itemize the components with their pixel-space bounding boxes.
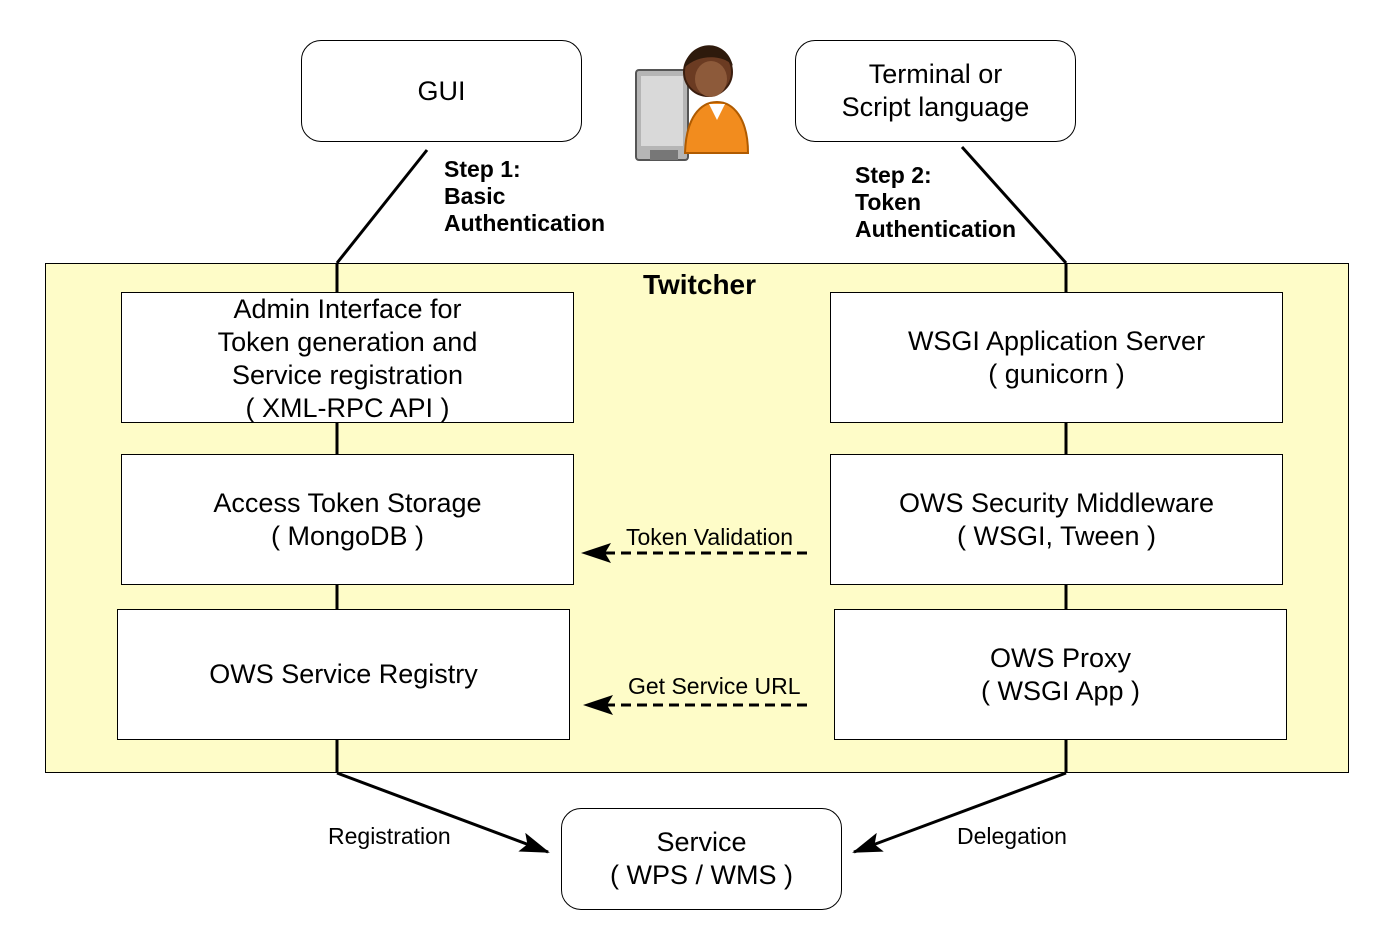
- storage-label-line-2: ( MongoDB ): [270, 520, 425, 551]
- registration-label: Registration: [328, 823, 451, 849]
- ows-proxy-box: OWS Proxy ( WSGI App ): [834, 609, 1287, 740]
- step-2-line-2: Token: [855, 189, 922, 215]
- proxy-label-line-1: OWS Proxy: [989, 642, 1131, 673]
- terminal-connector: [960, 145, 1068, 265]
- gui-connector: [335, 149, 429, 264]
- admin-interface-box: Admin Interface for Token generation and…: [121, 292, 574, 423]
- step-1-title: Step 1:: [444, 156, 521, 182]
- ows-service-registry-box: OWS Service Registry: [117, 609, 570, 740]
- token-validation-label: Token Validation: [626, 524, 794, 550]
- registry-label: OWS Service Registry: [209, 659, 478, 689]
- delegation-label: Delegation: [957, 823, 1067, 849]
- step-1-line-3: Authentication: [444, 210, 605, 236]
- service-box: Service ( WPS / WMS ): [561, 808, 842, 910]
- ows-security-middleware-box: OWS Security Middleware ( WSGI, Tween ): [830, 454, 1283, 585]
- admin-label-line-1: Admin Interface for: [233, 294, 462, 324]
- step-2-line-3: Authentication: [855, 216, 1016, 242]
- gui-label: GUI: [417, 75, 466, 106]
- terminal-label-line-2: Script language: [841, 92, 1030, 122]
- user-at-computer-icon: [635, 45, 750, 161]
- storage-label-line-1: Access Token Storage: [213, 487, 482, 518]
- proxy-label-line-2: ( WSGI App ): [980, 675, 1141, 706]
- step-2-title: Step 2:: [855, 162, 932, 188]
- terminal-label-line-1: Terminal or: [868, 59, 1003, 89]
- twitcher-title: Twitcher: [642, 269, 757, 300]
- terminal-box: Terminal or Script language: [795, 40, 1076, 142]
- service-label-line-1: Service: [656, 827, 747, 857]
- service-label-line-2: ( WPS / WMS ): [610, 860, 793, 890]
- admin-label-line-2: Token generation and: [217, 327, 478, 357]
- step-1-line-2: Basic: [444, 183, 506, 209]
- wsgi-application-server-box: WSGI Application Server ( gunicorn ): [830, 292, 1283, 423]
- step-1-label: Step 1: Basic Authentication: [444, 156, 605, 237]
- delegation-arrow: [852, 771, 1067, 854]
- step-2-label: Step 2: Token Authentication: [855, 162, 1016, 243]
- middleware-label-line-1: OWS Security Middleware: [898, 487, 1215, 518]
- admin-label-line-3: Service registration: [231, 360, 464, 390]
- admin-label-line-4: ( XML-RPC API ): [245, 393, 450, 423]
- gui-box: GUI: [301, 40, 582, 142]
- wsgi-server-label-line-1: WSGI Application Server: [907, 325, 1206, 356]
- access-token-storage-box: Access Token Storage ( MongoDB ): [121, 454, 574, 585]
- registration-arrow: [336, 771, 550, 854]
- wsgi-server-label-line-2: ( gunicorn ): [988, 358, 1125, 389]
- middleware-label-line-2: ( WSGI, Tween ): [956, 520, 1157, 551]
- get-service-url-label: Get Service URL: [628, 673, 801, 699]
